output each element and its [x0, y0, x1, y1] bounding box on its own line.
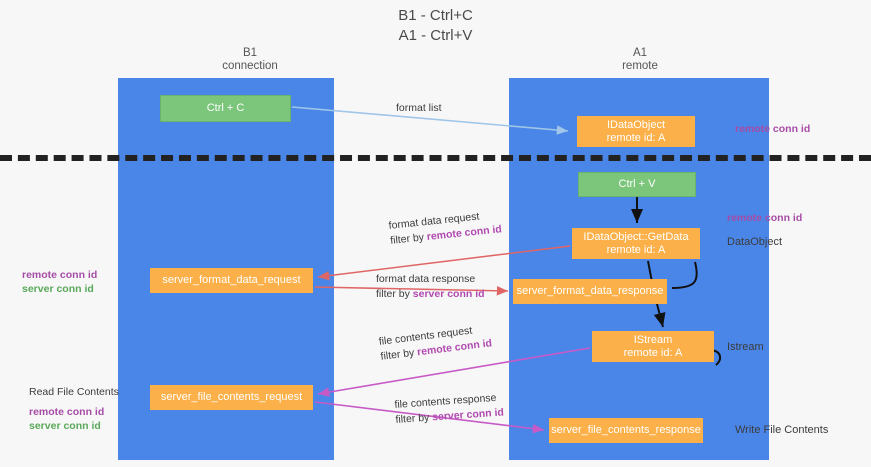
- arrow-file-contents-request: [317, 347, 591, 397]
- edge-label-format-data-response: format data response filter by server co…: [376, 272, 485, 302]
- arrow-format-data-response: [314, 285, 509, 296]
- node-server-format-data-response[interactable]: server_format_data_response: [513, 279, 667, 304]
- node-ctrl-c[interactable]: Ctrl + C: [160, 95, 291, 122]
- lane-header-b1: B1 connection: [150, 47, 350, 73]
- annotation-left-remote-conn-id-a: remote conn id: [22, 269, 98, 281]
- annotation-left-server-conn-id-a: server conn id: [22, 283, 94, 295]
- edge-label-file-contents-request-filter-prefix: filter by: [379, 346, 418, 363]
- node-idataobject-line1: IDataObject: [606, 118, 666, 131]
- lane-header-b1-sub: connection: [222, 60, 278, 72]
- edge-label-format-data-response-filter-key: server conn id: [412, 288, 485, 300]
- node-server-file-contents-request-label: server_file_contents_request: [160, 391, 303, 403]
- node-server-format-data-request-label: server_format_data_request: [162, 274, 301, 286]
- annotation-remote-conn-id-mid: remote conn id: [727, 212, 803, 224]
- lane-header-b1-name: B1: [242, 47, 258, 59]
- annotation-left-remote-conn-id-b: remote conn id: [29, 406, 105, 418]
- edge-label-format-data-response-text: format data response: [376, 273, 476, 285]
- node-idataobject-line2: remote id: A: [606, 131, 666, 144]
- node-server-format-data-response-label: server_format_data_response: [516, 285, 664, 297]
- arrow-getdata-to-istream: [647, 260, 666, 328]
- node-server-format-data-request[interactable]: server_format_data_request: [150, 268, 313, 293]
- annotation-dataobject: DataObject: [727, 236, 783, 248]
- annotation-write-file-contents: Write File Contents: [735, 424, 829, 436]
- lane-header-a1-sub: remote: [622, 60, 658, 72]
- title-line-2: A1 - Ctrl+V: [398, 27, 473, 44]
- page-title: B1 - Ctrl+C A1 - Ctrl+V: [0, 6, 871, 46]
- node-istream-line1: IStream: [633, 333, 673, 346]
- edge-label-format-data-response-filter-prefix: filter by: [376, 288, 413, 300]
- edge-label-format-list: format list: [396, 101, 442, 116]
- edge-label-format-list-text: format list: [396, 102, 442, 114]
- annotation-istream: Istream: [727, 341, 764, 353]
- node-getdata[interactable]: IDataObject::GetData remote id: A: [572, 228, 700, 259]
- lane-header-a1-name: A1: [632, 47, 648, 59]
- arrow-format-list: [291, 106, 569, 135]
- node-getdata-line1: IDataObject::GetData: [583, 230, 689, 243]
- annotation-read-file-contents: Read File Contents: [29, 386, 119, 398]
- arrow-response-to-getdata: [671, 261, 698, 289]
- title-line-1: B1 - Ctrl+C: [398, 7, 473, 24]
- node-ctrl-v-label: Ctrl + V: [618, 178, 656, 190]
- annotation-left-conn-ids-lower: Read File Contents remote conn id server…: [29, 385, 119, 433]
- lane-header-a1: A1 remote: [540, 47, 740, 73]
- node-server-file-contents-request[interactable]: server_file_contents_request: [150, 385, 313, 410]
- annotation-remote-conn-id-top: remote conn id: [735, 123, 811, 135]
- node-server-file-contents-response[interactable]: server_file_contents_response: [549, 418, 703, 443]
- node-server-file-contents-response-label: server_file_contents_response: [551, 424, 701, 436]
- edge-label-file-contents-response-filter-prefix: filter by: [395, 411, 433, 426]
- arrow-file-contents-response: [314, 401, 545, 434]
- node-idataobject[interactable]: IDataObject remote id: A: [577, 116, 695, 147]
- annotation-left-conn-ids-upper: remote conn id server conn id: [22, 268, 97, 296]
- arrow-format-data-request: [317, 245, 571, 281]
- node-ctrl-v[interactable]: Ctrl + V: [578, 172, 696, 197]
- arrow-istream-return: [711, 349, 722, 366]
- node-istream-line2: remote id: A: [623, 346, 683, 359]
- edge-label-file-contents-response-filter-key: server conn id: [431, 406, 505, 424]
- phase-divider: [0, 155, 871, 161]
- annotation-left-server-conn-id-b: server conn id: [29, 420, 101, 432]
- edge-label-format-data-request-filter-prefix: filter by: [389, 231, 428, 247]
- node-ctrl-c-label: Ctrl + C: [206, 102, 245, 114]
- node-getdata-line2: remote id: A: [606, 243, 666, 256]
- node-istream[interactable]: IStream remote id: A: [592, 331, 714, 362]
